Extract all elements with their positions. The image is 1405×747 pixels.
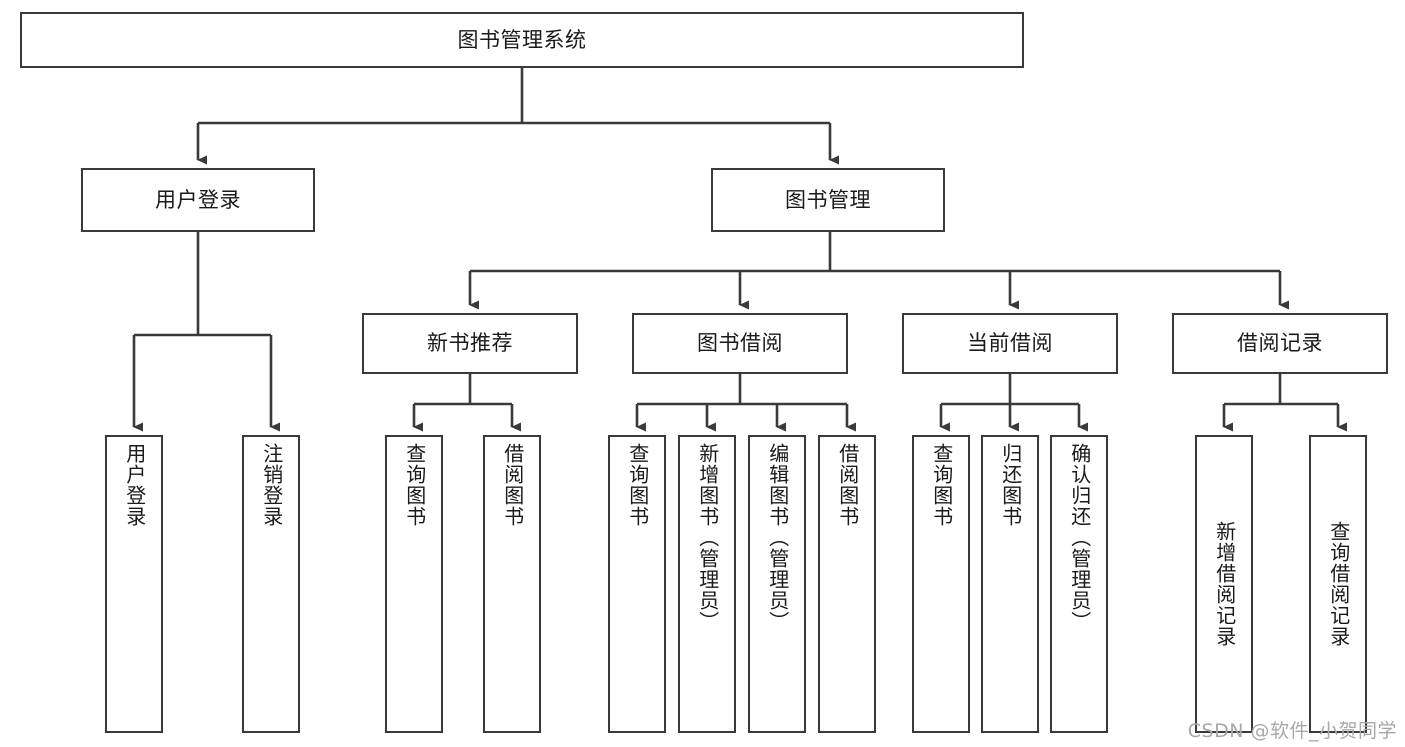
leaf-label: 注销登录 xyxy=(259,443,284,527)
leaf-book-borrow-borrow-book[interactable]: 借阅图书 xyxy=(818,435,876,733)
leaf-label: 归还图书 xyxy=(998,443,1023,527)
node-label: 新书推荐 xyxy=(427,331,513,356)
leaf-new-book-query-book[interactable]: 查询图书 xyxy=(385,435,443,733)
node-root-book-management-system[interactable]: 图书管理系统 xyxy=(20,12,1024,68)
node-label: 借阅记录 xyxy=(1237,331,1323,356)
leaf-user-login-login[interactable]: 用户登录 xyxy=(105,435,163,733)
node-borrow-record[interactable]: 借阅记录 xyxy=(1172,313,1388,374)
leaf-label: 编辑图书（管理员） xyxy=(765,443,790,632)
node-user-login[interactable]: 用户登录 xyxy=(81,168,315,232)
leaf-borrow-record-query-record[interactable]: 查询借阅记录 xyxy=(1309,435,1367,733)
leaf-label: 借阅图书 xyxy=(835,443,860,527)
leaf-book-borrow-edit-book-admin[interactable]: 编辑图书（管理员） xyxy=(748,435,806,733)
node-label: 图书管理系统 xyxy=(457,27,587,52)
node-label: 图书借阅 xyxy=(697,331,783,356)
node-book-borrow[interactable]: 图书借阅 xyxy=(632,313,848,374)
leaf-borrow-record-add-record[interactable]: 新增借阅记录 xyxy=(1195,435,1253,733)
leaf-current-borrow-confirm-return-admin[interactable]: 确认归还（管理员） xyxy=(1050,435,1108,733)
leaf-label: 确认归还（管理员） xyxy=(1067,443,1092,632)
leaf-new-book-borrow-book[interactable]: 借阅图书 xyxy=(483,435,541,733)
node-label: 当前借阅 xyxy=(967,331,1053,356)
leaf-book-borrow-add-book-admin[interactable]: 新增图书（管理员） xyxy=(678,435,736,733)
node-current-borrow[interactable]: 当前借阅 xyxy=(902,313,1118,374)
leaf-label: 新增图书（管理员） xyxy=(695,443,720,632)
leaf-label: 借阅图书 xyxy=(500,443,525,527)
leaf-label: 查询借阅记录 xyxy=(1326,521,1351,647)
leaf-label: 查询图书 xyxy=(625,443,650,527)
node-label: 图书管理 xyxy=(785,187,871,212)
node-new-book-recommend[interactable]: 新书推荐 xyxy=(362,313,578,374)
node-book-management[interactable]: 图书管理 xyxy=(711,168,945,232)
leaf-label: 新增借阅记录 xyxy=(1212,521,1237,647)
node-label: 用户登录 xyxy=(155,187,241,212)
leaf-label: 查询图书 xyxy=(402,443,427,527)
leaf-book-borrow-query-book[interactable]: 查询图书 xyxy=(608,435,666,733)
leaf-current-borrow-query-book[interactable]: 查询图书 xyxy=(912,435,970,733)
leaf-label: 用户登录 xyxy=(122,443,147,527)
leaf-label: 查询图书 xyxy=(929,443,954,527)
leaf-user-login-logout[interactable]: 注销登录 xyxy=(242,435,300,733)
leaf-current-borrow-return-book[interactable]: 归还图书 xyxy=(981,435,1039,733)
watermark-text: CSDN @软件_小贺同学 xyxy=(1187,720,1397,742)
